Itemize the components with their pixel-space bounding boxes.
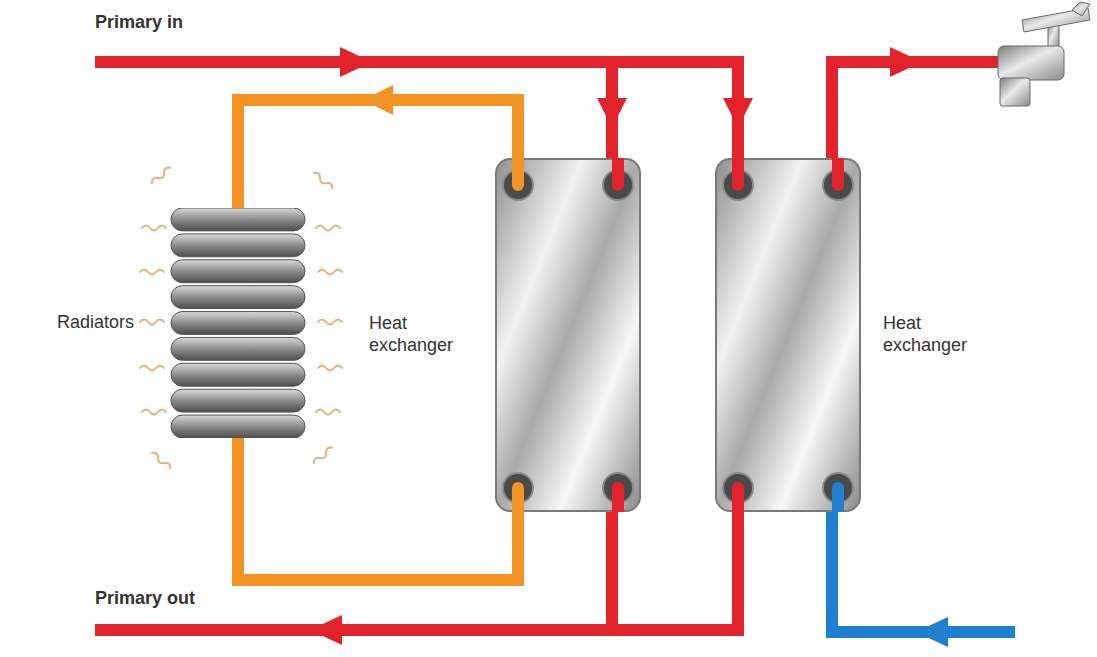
drawing-part [140, 320, 164, 325]
drawing-part [316, 410, 340, 415]
flow-arrows [310, 47, 922, 645]
exchanger-plate [496, 159, 640, 511]
flow-arrow [597, 98, 627, 128]
heat-exchanger: Heat exchanger [495, 158, 641, 512]
radiator-illustration [170, 208, 306, 438]
flow-arrow [340, 47, 372, 77]
pipe-label: Primary in [95, 12, 183, 34]
node-label: Heat exchanger [369, 313, 481, 356]
pipe-label: Primary out [95, 588, 195, 610]
drawing-part [318, 320, 342, 325]
port-pipe [512, 488, 524, 512]
flow-arrow [363, 85, 393, 115]
drawing-part [150, 166, 172, 185]
radiator-fin [171, 260, 305, 283]
drawing-part [140, 366, 164, 371]
plate-illustration [495, 158, 641, 512]
drawing-part [316, 226, 340, 231]
node-label: Radiators [57, 312, 134, 334]
pipe-connector [238, 438, 518, 580]
heat-waves [140, 166, 342, 470]
primary-pipes [95, 62, 1004, 630]
pipe-path [238, 438, 518, 580]
heat-exchanger: Heat exchanger [715, 158, 861, 512]
port-pipe [732, 158, 744, 185]
pipe-connector [238, 85, 518, 208]
radiator-fin [171, 337, 305, 360]
radiator-fin [171, 389, 305, 412]
radiator-fin [171, 208, 305, 231]
port-pipe [612, 158, 624, 185]
port-pipe [732, 488, 744, 512]
radiator-fin [171, 312, 305, 335]
primary-out-pipe [95, 505, 738, 630]
tap-body [998, 46, 1064, 80]
port-pipe [832, 488, 844, 512]
radiator-fin [171, 234, 305, 257]
port-pipe [512, 158, 524, 185]
flow-arrow [890, 47, 922, 77]
radiator-fin [171, 363, 305, 386]
flow-arrow [723, 98, 753, 128]
drawing-part [142, 226, 166, 231]
drawing-part [150, 451, 172, 470]
drawing-part [312, 446, 334, 465]
flow-arrow [310, 615, 342, 645]
exchanger-plate [716, 159, 860, 511]
radiator: Radiators [170, 208, 306, 438]
drawing-part [318, 366, 342, 371]
primary-in-pipe [95, 62, 738, 165]
node-label: Heat exchanger [883, 313, 995, 356]
plate-illustration [715, 158, 861, 512]
hot-water-pipe [832, 62, 1004, 165]
radiator-fin [171, 415, 305, 438]
port-pipe [832, 158, 844, 185]
primary-out-branch [606, 505, 618, 630]
port-pipe [612, 488, 624, 512]
tap-icon [998, 2, 1090, 106]
drawing-part [140, 270, 164, 275]
radiator-fin [171, 286, 305, 309]
drawing-part [318, 270, 342, 275]
tap-spout [1000, 78, 1030, 106]
tap-handle [1072, 2, 1090, 16]
drawing-part [312, 171, 334, 190]
flow-arrow [916, 617, 948, 647]
drawing-part [142, 410, 166, 415]
pipe-path [238, 100, 518, 208]
cold-water-pipe [832, 505, 1015, 632]
